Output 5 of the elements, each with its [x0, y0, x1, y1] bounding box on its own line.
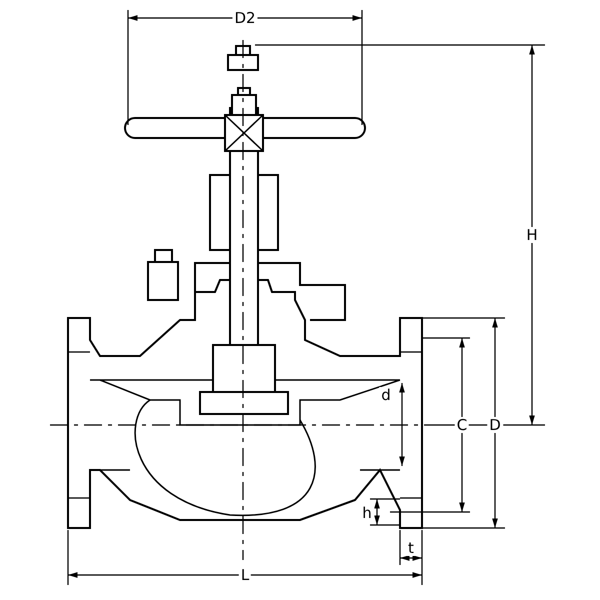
dimension-label: D2: [232, 10, 258, 26]
dimension-label: C: [454, 417, 470, 433]
dimension-label: L: [238, 567, 252, 583]
dimension-label: t: [406, 540, 416, 556]
dimension-label: D: [487, 417, 503, 433]
